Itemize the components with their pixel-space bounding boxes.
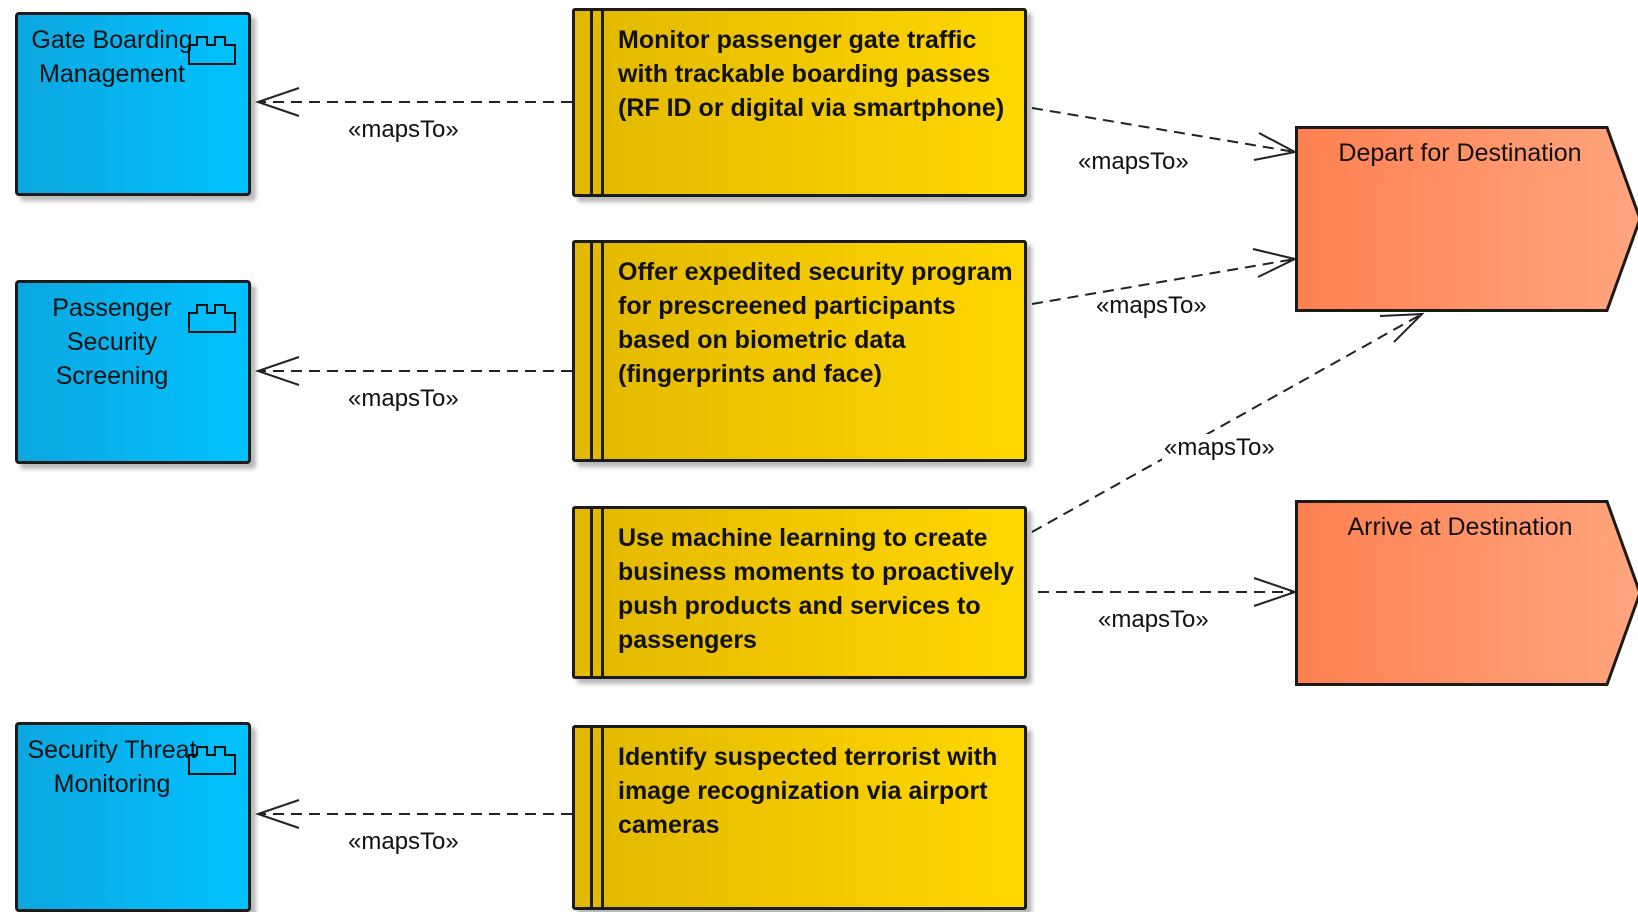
stage-arrive-at-destination[interactable]: Arrive at Destination	[1295, 500, 1638, 686]
component-passenger-security-screening[interactable]: Passenger Security Screening	[15, 280, 251, 464]
stage-chevron-shape	[1295, 500, 1638, 686]
task-bar-marker	[590, 509, 604, 676]
relationship-label: «mapsTo»	[1078, 148, 1189, 175]
task-identify-terrorist[interactable]: Identify suspected terrorist with image …	[572, 725, 1027, 910]
component-icon	[188, 304, 236, 333]
task-bar-marker	[590, 243, 604, 459]
relationship-label: «mapsTo»	[348, 828, 459, 855]
relationship-label: «mapsTo»	[348, 385, 459, 412]
component-gate-boarding-management[interactable]: Gate Boarding Management	[15, 12, 251, 196]
connector-t3-arrive[interactable]	[1038, 577, 1299, 607]
relationship-label: «mapsTo»	[1098, 606, 1209, 633]
stage-chevron-shape	[1295, 126, 1638, 312]
component-icon	[188, 746, 236, 775]
connector-t2-security[interactable]	[254, 356, 572, 386]
task-monitor-gate-traffic[interactable]: Monitor passenger gate traffic with trac…	[572, 8, 1027, 197]
stage-label: Arrive at Destination	[1347, 513, 1573, 541]
stage-depart-for-destination[interactable]: Depart for Destination	[1295, 126, 1638, 312]
task-label: Use machine learning to create business …	[618, 524, 1014, 654]
relationship-label: «mapsTo»	[348, 116, 459, 143]
task-label: Monitor passenger gate traffic with trac…	[618, 26, 1005, 122]
relationship-label: «mapsTo»	[1162, 434, 1277, 462]
component-label: Security Threat Monitoring	[27, 736, 197, 798]
task-label: Identify suspected terrorist with image …	[618, 743, 998, 839]
task-bar-marker	[590, 728, 604, 907]
connector-t4-threat[interactable]	[254, 799, 572, 829]
task-label: Offer expedited security program for pre…	[618, 258, 1013, 388]
task-machine-learning-moments[interactable]: Use machine learning to create business …	[572, 506, 1027, 679]
task-expedited-security[interactable]: Offer expedited security program for pre…	[572, 240, 1027, 462]
stage-label: Depart for Destination	[1338, 139, 1582, 167]
component-security-threat-monitoring[interactable]: Security Threat Monitoring	[15, 722, 251, 912]
relationship-label: «mapsTo»	[1096, 292, 1207, 319]
connector-t3-depart[interactable]	[1031, 312, 1425, 533]
connector-t1-gate[interactable]	[254, 87, 572, 117]
component-icon	[188, 36, 236, 65]
task-bar-marker	[590, 11, 604, 194]
component-label: Gate Boarding Management	[31, 26, 193, 88]
component-label: Passenger Security Screening	[52, 294, 172, 390]
